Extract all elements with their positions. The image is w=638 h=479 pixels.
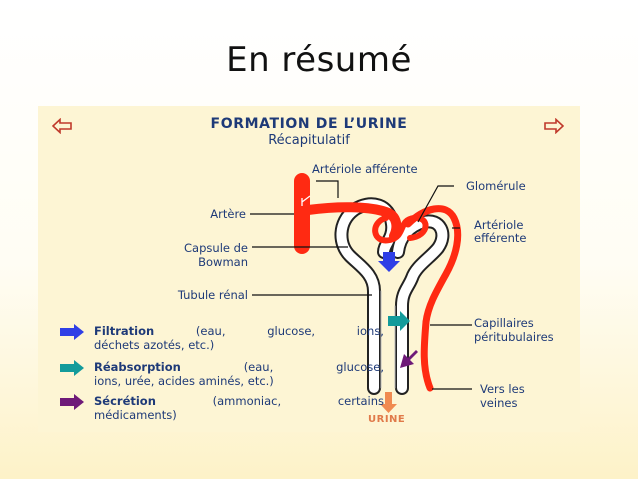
label-arteriole-efferente-1: Artériole: [474, 218, 524, 232]
reabsorption-arrow: [388, 311, 410, 331]
legend-reabsorption: Réabsorption (eau, glucose, ions, urée, …: [94, 360, 384, 388]
diagram-panel: FORMATION DE L’URINE Récapitulatif: [38, 106, 580, 432]
legend-secretion-word-2: certains: [337, 394, 384, 408]
secretion-legend-arrow-icon: [60, 394, 84, 410]
label-arteriole-efferente-2: efférente: [474, 231, 527, 245]
label-glomerule: Glomérule: [466, 179, 526, 193]
label-capsule-1: Capsule de: [184, 241, 248, 255]
diagram-title: FORMATION DE L’URINE: [210, 116, 408, 132]
urine-arrow: [380, 392, 397, 413]
legend-filtration-word-3: ions,: [356, 324, 384, 338]
diagram-subtitle: Récapitulatif: [268, 133, 350, 148]
reabsorption-legend-arrow-icon: [60, 360, 84, 376]
left-arrow-icon[interactable]: [52, 118, 72, 134]
legend-secretion-term: Sécrétion: [94, 394, 156, 408]
legend-reabsorption-word-2: glucose,: [336, 360, 384, 374]
filtration-arrow: [378, 252, 400, 272]
legend-filtration: Filtration (eau, glucose, ions, déchets …: [94, 324, 384, 352]
legend-filtration-word-2: glucose,: [267, 324, 316, 338]
legend-filtration-line2: déchets azotés, etc.): [94, 338, 215, 352]
label-veines-2: veines: [480, 396, 518, 410]
right-arrow-icon[interactable]: [544, 118, 564, 134]
legend-reabsorption-term: Réabsorption: [94, 360, 181, 374]
legend-secretion-word-1: (ammoniac,: [212, 394, 282, 408]
legend-filtration-term: Filtration: [94, 324, 155, 338]
legend-filtration-word-1: (eau,: [195, 324, 226, 338]
label-artere: Artère: [210, 207, 246, 221]
legend-secretion-line2: médicaments): [94, 408, 177, 422]
legend-reabsorption-word-1: (eau,: [243, 360, 274, 374]
secretion-arrow: [400, 350, 418, 368]
label-capsule-2: Bowman: [198, 255, 248, 269]
legend-secretion: Sécrétion (ammoniac, certains médicament…: [94, 394, 384, 422]
blood-vessels: [294, 173, 462, 392]
filtration-legend-arrow-icon: [60, 324, 84, 340]
page-title: En résumé: [226, 40, 412, 80]
nephron-diagram: [250, 173, 472, 413]
label-tubule: Tubule rénal: [177, 288, 248, 302]
label-capillaires-1: Capillaires: [474, 316, 534, 330]
label-veines-1: Vers les: [480, 382, 525, 396]
legend-reabsorption-line2: ions, urée, acides aminés, etc.): [94, 374, 274, 388]
label-arteriole-afferente: Artériole afférente: [312, 162, 418, 176]
label-capillaires-2: péritubulaires: [474, 330, 554, 344]
label-urine: URINE: [368, 414, 406, 425]
leader-lines: [250, 180, 472, 390]
